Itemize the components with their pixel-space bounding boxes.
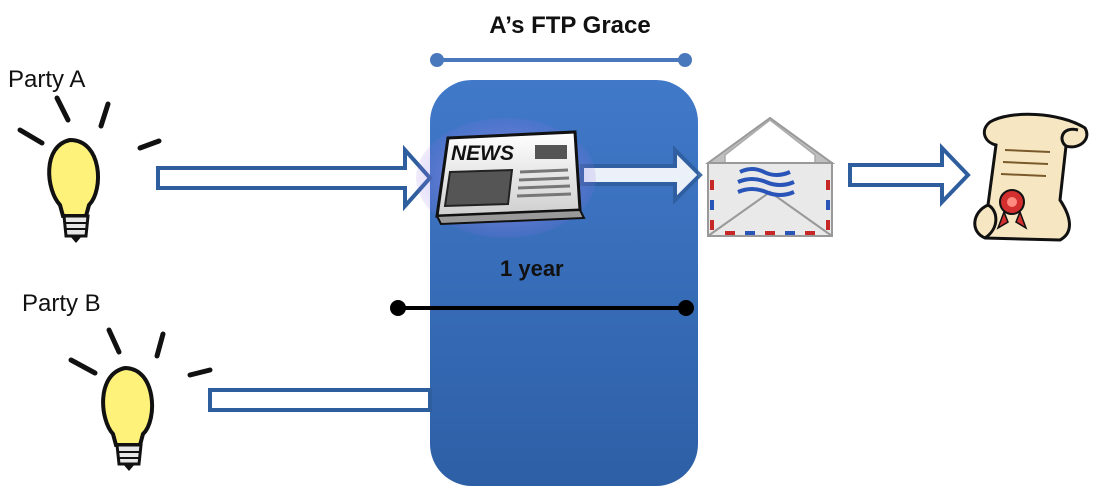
one-year-timeline: [390, 300, 694, 316]
grace-period-title: A’s FTP Grace: [489, 12, 651, 39]
arrow-a-to-publication: [156, 144, 433, 212]
arrow-filing-to-patent: [848, 143, 971, 207]
party-b-lightbulb-icon: [68, 327, 213, 471]
arrow-publication-to-filing: [580, 145, 703, 205]
newspaper-masthead: NEWS: [451, 142, 514, 165]
arrow-b-stub: [208, 388, 432, 412]
party-b-label: Party B: [22, 290, 101, 317]
one-year-label: 1 year: [500, 256, 564, 281]
party-a-label: Party A: [8, 66, 86, 93]
newspaper-icon: NEWS: [416, 118, 596, 238]
grace-period-bar: [430, 53, 692, 67]
envelope-icon: [704, 116, 836, 237]
patent-scroll-icon: [973, 112, 1089, 242]
party-a-lightbulb-icon: [17, 95, 162, 243]
